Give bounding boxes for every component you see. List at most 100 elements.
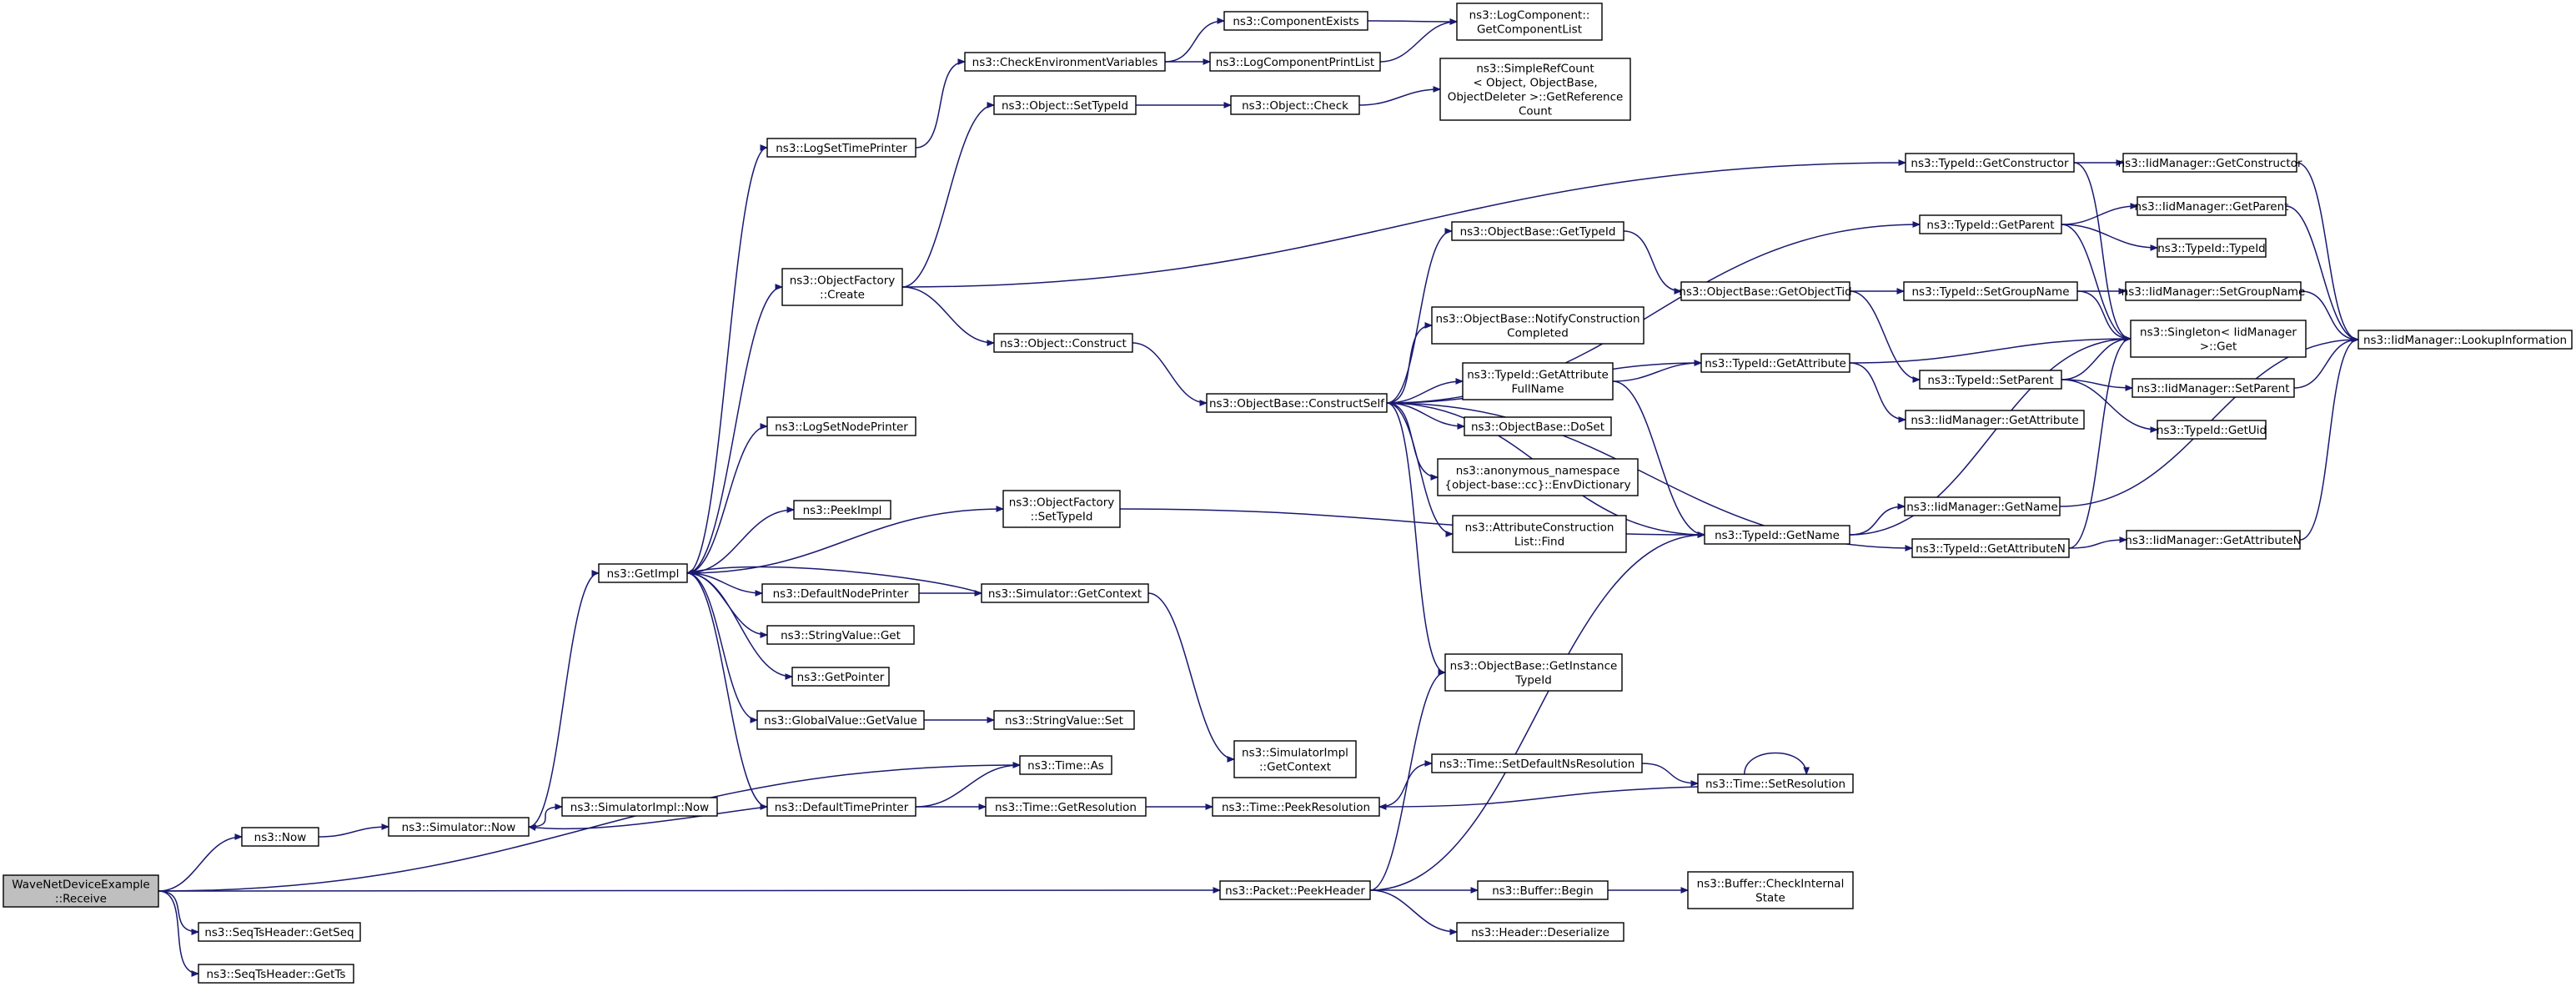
- node-obnotify[interactable]: ns3::ObjectBase::NotifyConstructionCompl…: [1431, 306, 1645, 345]
- node-label: ns3::SimulatorImpl::Now: [570, 801, 709, 814]
- node-label: Completed: [1507, 327, 1569, 340]
- node-compexists[interactable]: ns3::ComponentExists: [1223, 11, 1368, 31]
- node-lognode[interactable]: ns3::LogSetNodePrinter: [766, 416, 916, 436]
- node-tidsetparent[interactable]: ns3::TypeId::SetParent: [1919, 370, 2062, 390]
- edge-constructself-to-obnotify: [1386, 325, 1432, 404]
- edge-root-to-seqget: [158, 890, 198, 932]
- node-box: [761, 583, 920, 603]
- node-iidgetctor[interactable]: ns3::IidManager::GetConstructor: [2118, 153, 2302, 173]
- node-label: ns3::ComponentExists: [1233, 15, 1358, 28]
- node-obgetobjtid[interactable]: ns3::ObjectBase::GetObjectTid: [1679, 281, 1852, 301]
- node-label: ns3::Header::Deserialize: [1471, 926, 1609, 939]
- node-box: [2130, 320, 2307, 358]
- node-tidgetattrn[interactable]: ns3::TypeId::GetAttributeN: [1911, 538, 2070, 558]
- node-iidlookup[interactable]: ns3::IidManager::LookupInformation: [2358, 330, 2573, 350]
- node-getcomplist[interactable]: ns3::LogComponent::GetComponentList: [1456, 3, 1603, 41]
- node-objfactcreate[interactable]: ns3::ObjectFactory::Create: [781, 268, 903, 306]
- node-obdoset[interactable]: ns3::ObjectBase::DoSet: [1464, 416, 1612, 436]
- node-timeas[interactable]: ns3::Time::As: [1019, 755, 1112, 775]
- node-objconstruct[interactable]: ns3::Object::Construct: [993, 333, 1133, 353]
- edge-tidgetattrn-to-singleton: [2068, 339, 2131, 549]
- node-objfactset[interactable]: ns3::ObjectFactory::SetTypeId: [1002, 490, 1121, 528]
- node-box: [1687, 871, 1854, 909]
- node-peekheader[interactable]: ns3::Packet::PeekHeader: [1219, 880, 1371, 900]
- node-timepeekres[interactable]: ns3::Time::PeekResolution: [1212, 797, 1380, 817]
- edge-objconstruct-to-constructself: [1132, 342, 1207, 403]
- node-gvgetvalue[interactable]: ns3::GlobalValue::GetValue: [756, 710, 925, 730]
- node-tidgetuid[interactable]: ns3::TypeId::GetUid: [2157, 420, 2267, 440]
- node-constructself[interactable]: ns3::ObjectBase::ConstructSelf: [1206, 393, 1388, 413]
- node-iidsetgroup[interactable]: ns3::IidManager::SetGroupName: [2122, 281, 2306, 301]
- node-tidsetgroup[interactable]: ns3::TypeId::SetGroupName: [1903, 281, 2078, 301]
- node-label: ns3::TypeId::GetName: [1715, 529, 1840, 542]
- node-getimpl[interactable]: ns3::GetImpl: [598, 563, 688, 583]
- node-label: ns3::Object::Construct: [1000, 337, 1127, 350]
- node-tidgetctor[interactable]: ns3::TypeId::GetConstructor: [1905, 153, 2075, 173]
- node-iidgetattrn[interactable]: ns3::IidManager::GetAttributeN: [2125, 530, 2302, 550]
- node-tidgetparent[interactable]: ns3::TypeId::GetParent: [1919, 214, 2062, 234]
- node-simimplctx[interactable]: ns3::SimulatorImpl::GetContext: [1233, 740, 1357, 778]
- node-objcheck[interactable]: ns3::Object::Check: [1230, 95, 1360, 115]
- node-tidgetattr[interactable]: ns3::TypeId::GetAttribute: [1700, 353, 1850, 373]
- node-logcompprint[interactable]: ns3::LogComponentPrintList: [1209, 52, 1381, 72]
- node-deftime[interactable]: ns3::DefaultTimePrinter: [766, 797, 916, 817]
- node-timesetdef[interactable]: ns3::Time::SetDefaultNsResolution: [1431, 753, 1643, 773]
- node-checkenv[interactable]: ns3::CheckEnvironmentVariables: [964, 52, 1166, 72]
- node-strvalset[interactable]: ns3::StringValue::Set: [993, 710, 1135, 730]
- node-iidgetname[interactable]: ns3::IidManager::GetName: [1904, 496, 2061, 516]
- node-box: [598, 563, 688, 583]
- node-now[interactable]: ns3::Now: [241, 827, 319, 847]
- node-iidsetparent[interactable]: ns3::IidManager::SetParent: [2132, 378, 2295, 398]
- node-box: [1680, 281, 1850, 301]
- node-box: [1212, 797, 1380, 817]
- node-anonenv[interactable]: ns3::anonymous_namespace{object-base::cc…: [1437, 458, 1639, 496]
- node-hdrdeser[interactable]: ns3::Header::Deserialize: [1456, 922, 1624, 942]
- node-iidgetparent[interactable]: ns3::IidManager::GetParent: [2135, 196, 2289, 216]
- node-peekimpl[interactable]: ns3::PeekImpl: [793, 500, 891, 520]
- node-objsettypeid[interactable]: ns3::Object::SetTypeId: [993, 95, 1137, 115]
- node-strvalget[interactable]: ns3::StringValue::Get: [766, 625, 915, 645]
- node-simgetctx[interactable]: ns3::Simulator::GetContext: [981, 583, 1149, 603]
- node-box: [1233, 740, 1357, 778]
- node-timegetres[interactable]: ns3::Time::GetResolution: [985, 797, 1147, 817]
- node-box: [198, 922, 361, 942]
- node-root[interactable]: WaveNetDeviceExample::Receive: [3, 874, 159, 908]
- node-timesetres[interactable]: ns3::Time::SetResolution: [1697, 773, 1854, 793]
- node-box: [1903, 281, 2078, 301]
- node-label: GetComponentList: [1477, 23, 1582, 37]
- node-defnode[interactable]: ns3::DefaultNodePrinter: [761, 583, 920, 603]
- edge-objcheck-to-simplerefcount: [1358, 89, 1440, 106]
- node-label: ns3::IidManager::LookupInformation: [2363, 334, 2567, 347]
- node-label: ns3::Time::SetResolution: [1705, 778, 1845, 791]
- node-seqget[interactable]: ns3::SeqTsHeader::GetSeq: [198, 922, 361, 942]
- node-simnow[interactable]: ns3::Simulator::Now: [388, 817, 530, 837]
- node-tidgetname[interactable]: ns3::TypeId::GetName: [1704, 525, 1850, 545]
- edge-tidgetattrfull-to-tidgetattr: [1612, 363, 1701, 382]
- node-box: [1223, 11, 1368, 31]
- node-singleton[interactable]: ns3::Singleton< IidManager>::Get: [2130, 320, 2307, 358]
- node-obgettypeid[interactable]: ns3::ObjectBase::GetTypeId: [1451, 221, 1624, 241]
- node-box: [993, 95, 1137, 115]
- edge-getimpl-to-defnode: [686, 572, 762, 593]
- node-simimplnow[interactable]: ns3::SimulatorImpl::Now: [561, 797, 718, 817]
- edge-simgetctx-to-getimpl: [687, 566, 982, 594]
- node-box: [1919, 370, 2062, 390]
- node-box: [981, 583, 1149, 603]
- node-seqgetts[interactable]: ns3::SeqTsHeader::GetTs: [198, 964, 354, 984]
- node-label: ::SetTypeId: [1031, 511, 1093, 524]
- node-label: ns3::LogSetTimePrinter: [776, 142, 907, 155]
- edge-iidsetparent-to-iidlookup: [2293, 340, 2358, 389]
- node-getpointer[interactable]: ns3::GetPointer: [791, 667, 890, 687]
- node-simplerefcount[interactable]: ns3::SimpleRefCount< Object, ObjectBase,…: [1439, 58, 1631, 121]
- node-label: ns3::SimpleRefCount: [1476, 63, 1594, 76]
- node-bufbegin[interactable]: ns3::Buffer::Begin: [1477, 880, 1609, 900]
- edge-obgetobjtid-to-tidsetparent: [1849, 290, 1920, 380]
- node-logsettime[interactable]: ns3::LogSetTimePrinter: [766, 138, 916, 158]
- node-tidtypeid[interactable]: ns3::TypeId::TypeId: [2157, 238, 2267, 258]
- node-iidgetattr[interactable]: ns3::IidManager::GetAttribute: [1905, 410, 2085, 430]
- node-label: ns3::ObjectFactory: [1009, 496, 1115, 510]
